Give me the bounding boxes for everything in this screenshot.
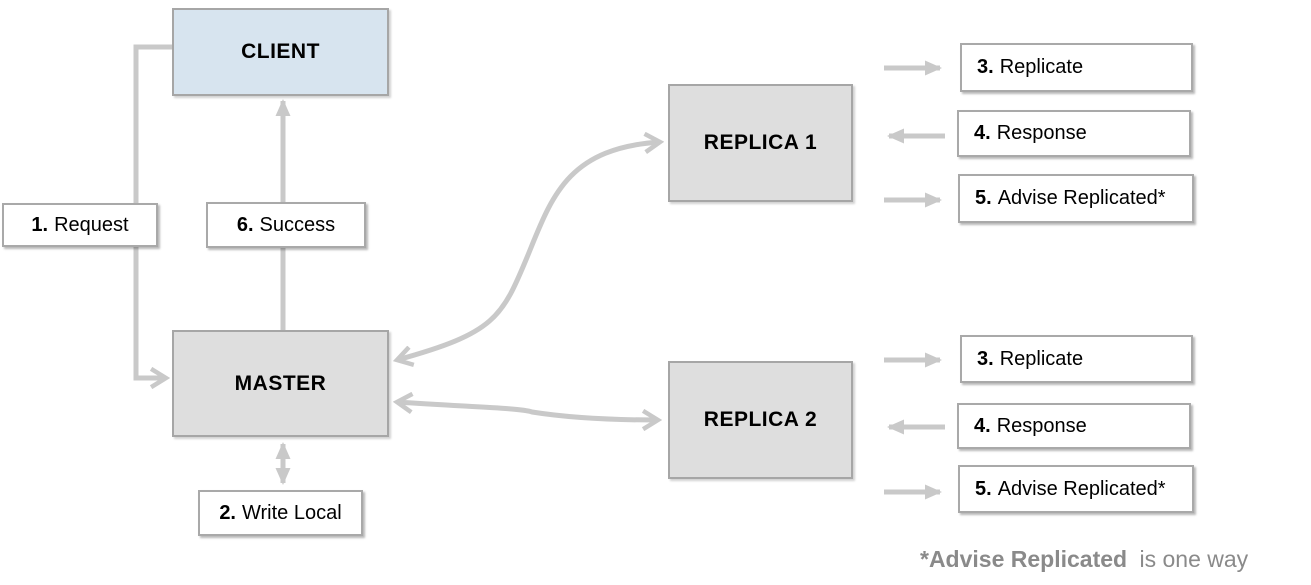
step-success-number: 6. — [236, 213, 254, 236]
client-node: CLIENT — [172, 8, 389, 96]
replica1-step-advise-text: Advise Replicated* — [997, 187, 1166, 209]
step-write-local-number: 2. — [219, 501, 236, 524]
footnote: *Advise Replicated is one way — [920, 546, 1248, 573]
replica2-step-response-number: 4. — [974, 414, 991, 437]
replica1-node: REPLICA 1 — [668, 84, 853, 202]
master-node: MASTER — [172, 330, 389, 437]
replica1-step-response-text: Response — [996, 122, 1087, 144]
master-replica2-connector — [397, 402, 658, 420]
replica1-step-replicate-number: 3. — [977, 56, 994, 78]
replica2-step-replicate-number: 3. — [977, 347, 994, 370]
footnote-bold-text: *Advise Replicated — [920, 546, 1128, 572]
replica1-step-advise-number: 5. — [975, 187, 992, 209]
footnote-regular-text: is one way — [1139, 546, 1249, 572]
replica1-step-advise-label: 5. Advise Replicated* — [958, 174, 1194, 223]
replica2-node: REPLICA 2 — [668, 361, 853, 479]
replica1-step-response-label: 4. Response — [957, 110, 1191, 157]
replica2-step-replicate-label: 3. Replicate — [960, 335, 1193, 383]
step-success-text: Success — [259, 213, 336, 236]
step-request-text: Request — [54, 213, 129, 236]
master-replica1-connector — [397, 142, 660, 360]
replica2-step-response-text: Response — [996, 414, 1087, 437]
replica2-step-response-label: 4. Response — [957, 403, 1191, 449]
replica1-step-response-number: 4. — [974, 122, 991, 144]
step-request-number: 1. — [31, 213, 49, 236]
replica1-step-replicate-label: 3. Replicate — [960, 43, 1193, 92]
step-write-local-text: Write Local — [242, 501, 342, 524]
replica1-step-replicate-text: Replicate — [999, 56, 1084, 78]
replica2-step-advise-text: Advise Replicated* — [997, 477, 1166, 500]
replica2-step-advise-number: 5. — [975, 477, 992, 500]
step-success-label: 6. Success — [206, 202, 366, 248]
replica2-step-advise-label: 5. Advise Replicated* — [958, 465, 1194, 513]
replica2-step-replicate-text: Replicate — [999, 347, 1084, 370]
step-write-local-label: 2. Write Local — [198, 490, 363, 536]
step-request-label: 1. Request — [2, 203, 158, 247]
